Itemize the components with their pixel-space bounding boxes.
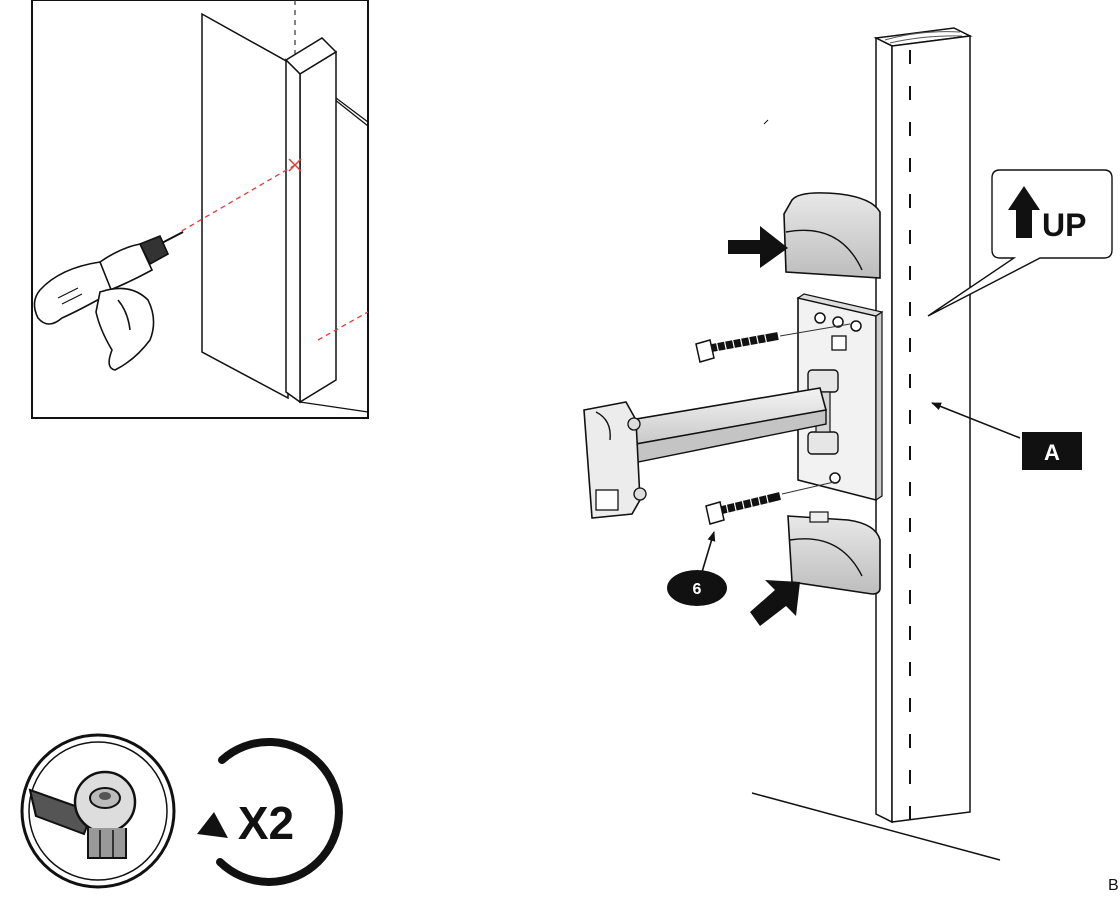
lag-bolt-bottom — [705, 481, 835, 525]
label-a: A — [1044, 440, 1060, 465]
label-a-box — [1022, 432, 1082, 470]
top-cover — [783, 192, 881, 279]
drill-icon — [33, 231, 184, 371]
socket-wrench-icon — [20, 733, 176, 889]
extension-arm — [629, 387, 828, 463]
up-arrow-icon — [1008, 186, 1040, 238]
part-number-label: 6 — [693, 581, 702, 598]
bottom-cover — [787, 511, 881, 595]
cover-push-arrow-bottom — [750, 580, 800, 626]
wall-mount-bracket — [796, 293, 884, 502]
stud-post — [284, 37, 338, 404]
page-marker: B — [1108, 877, 1119, 894]
part-badge — [667, 570, 727, 606]
wall-panel — [201, 12, 289, 400]
drill-line — [179, 158, 369, 341]
up-label: UP — [1042, 207, 1086, 243]
lag-bolt-top — [695, 323, 851, 363]
repeat-count-label: X2 — [238, 797, 294, 849]
tv-bracket-head — [583, 401, 647, 519]
drill-inset-panel — [31, 0, 369, 419]
rotate-arrow-icon — [197, 738, 343, 886]
cover-push-arrow-top — [728, 226, 788, 268]
up-callout: UP — [927, 169, 1113, 317]
